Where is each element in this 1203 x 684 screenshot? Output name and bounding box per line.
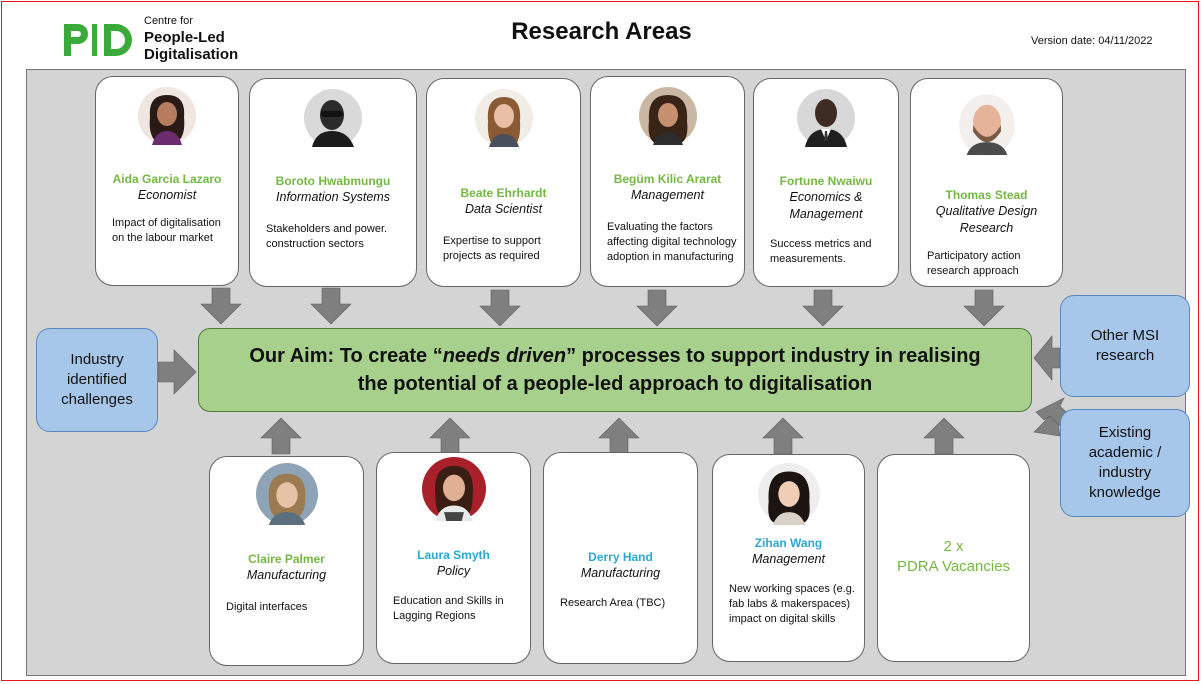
person-description: Education and Skills in Lagging Regions (393, 595, 504, 622)
person-role: Management (752, 552, 825, 566)
other-msi-research-text: Other MSI research (1090, 327, 1160, 364)
logo-mark (62, 22, 136, 63)
arrow-up-1 (260, 417, 302, 455)
existing-knowledge-box: Existing academic / industry knowledge (1060, 409, 1190, 517)
person-description: Impact of digitalisation on the labour m… (112, 217, 221, 244)
aim-line-2: the potential of a people-led approach t… (357, 373, 873, 395)
person-name: Derry Hand (588, 550, 653, 564)
person-role: Management (631, 188, 704, 202)
page-title-text: Research Areas (511, 18, 692, 45)
person-role: Manufacturing (580, 566, 661, 580)
person-name: Laura Smyth (417, 548, 490, 562)
avatar-photo (757, 463, 820, 525)
person-description: Expertise to support projects as require… (443, 235, 541, 262)
person-name: Begüm Kilic Ararat (613, 172, 722, 186)
logo-text: Centre for People-Led Digitalisation (144, 14, 284, 63)
person-card: Laura Smyth Policy Education and Skills … (376, 452, 531, 664)
version-date: Version date: 04/11/2022 (1031, 35, 1153, 47)
avatar-photo (638, 87, 697, 145)
person-role: Economist (137, 188, 197, 202)
person-card: Zihan Wang Management New working spaces… (712, 454, 865, 662)
person-description: Stakeholders and power. construction sec… (266, 223, 388, 250)
person-card: Thomas Stead Qualitative Design Research… (910, 78, 1063, 287)
person-card: Claire Palmer Manufacturing Digital inte… (209, 456, 364, 666)
person-card: Aida Garcia Lazaro Economist Impact of d… (95, 76, 239, 286)
person-name: Beate Ehrhardt (460, 186, 547, 200)
logo-line-3: Digitalisation (144, 46, 239, 63)
avatar-photo (797, 89, 855, 147)
arrow-down-6 (963, 289, 1005, 327)
avatar-photo (958, 94, 1015, 157)
person-description: New working spaces (e.g. fab labs & make… (729, 583, 855, 625)
person-role: Information Systems (276, 190, 390, 204)
aim-line-1-post: ” processes to support industry in reali… (566, 345, 981, 367)
person-card: Boroto Hwabmungu Information Systems Sta… (249, 78, 417, 287)
person-card: Derry Hand Manufacturing Research Area (… (543, 452, 698, 664)
person-role: Policy (436, 564, 471, 578)
aim-box: Our Aim: To create “needs driven” proces… (198, 328, 1032, 412)
existing-knowledge-text: Existing academic / industry knowledge (1088, 424, 1162, 501)
arrow-left-right-top-box (1033, 335, 1061, 381)
industry-challenges-text: Industry identified challenges (61, 351, 133, 408)
person-description: Participatory action research approach (927, 250, 1021, 277)
person-description: Evaluating the factors affecting digital… (607, 221, 737, 263)
person-name: Thomas Stead (945, 188, 1028, 202)
avatar-photo (421, 457, 486, 521)
industry-challenges-box: Industry identified challenges (36, 328, 158, 432)
person-card: Fortune Nwaiwu Economics & Management Su… (753, 78, 899, 287)
arrow-right-left-box (157, 349, 197, 395)
person-role: Economics & Management (789, 190, 863, 221)
avatar-photo (255, 463, 318, 525)
vacancy-count: 2 x (943, 538, 964, 555)
arrow-down-4 (636, 289, 678, 327)
other-msi-research-box: Other MSI research (1060, 295, 1190, 397)
arrow-down-5 (802, 289, 844, 327)
logo-line-2: People-Led (144, 29, 225, 46)
avatar-photo (138, 87, 196, 145)
person-card: Begüm Kilic Ararat Management Evaluating… (590, 76, 745, 287)
person-description: Research Area (TBC) (560, 597, 666, 609)
person-description: Success metrics and measurements. (770, 238, 872, 265)
logo-line-1: Centre for (144, 15, 193, 27)
person-name: Boroto Hwabmungu (275, 174, 391, 188)
arrow-down-3 (479, 289, 521, 327)
arrow-down-1 (200, 287, 242, 325)
pld-logo-icon (64, 24, 132, 56)
person-name: Claire Palmer (248, 552, 325, 566)
aim-emphasis: needs driven (442, 345, 567, 367)
arrow-up-4 (762, 417, 804, 455)
person-description: Digital interfaces (226, 601, 308, 613)
person-role: Data Scientist (464, 202, 543, 216)
arrow-up-3 (598, 417, 640, 455)
page-title: Research Areas (0, 18, 1203, 46)
person-name: Aida Garcia Lazaro (112, 172, 222, 186)
arrow-up-5 (923, 417, 965, 455)
person-name: Zihan Wang (754, 536, 823, 550)
arrow-down-2 (310, 287, 352, 325)
person-role: Qualitative Design Research (935, 204, 1038, 235)
person-card: Beate Ehrhardt Data Scientist Expertise … (426, 78, 581, 287)
arrow-up-2 (429, 417, 471, 455)
aim-line-1-pre: Our Aim: To create “ (249, 345, 443, 367)
person-name: Fortune Nwaiwu (779, 174, 873, 188)
vacancy-label: PDRA Vacancies (896, 558, 1011, 575)
vacancy-card: 2 x PDRA Vacancies (877, 454, 1030, 662)
avatar-photo (304, 89, 362, 147)
aim-line-1: Our Aim: To create “needs driven” proces… (199, 342, 1031, 370)
avatar-photo (474, 89, 533, 147)
person-role: Manufacturing (246, 568, 327, 582)
